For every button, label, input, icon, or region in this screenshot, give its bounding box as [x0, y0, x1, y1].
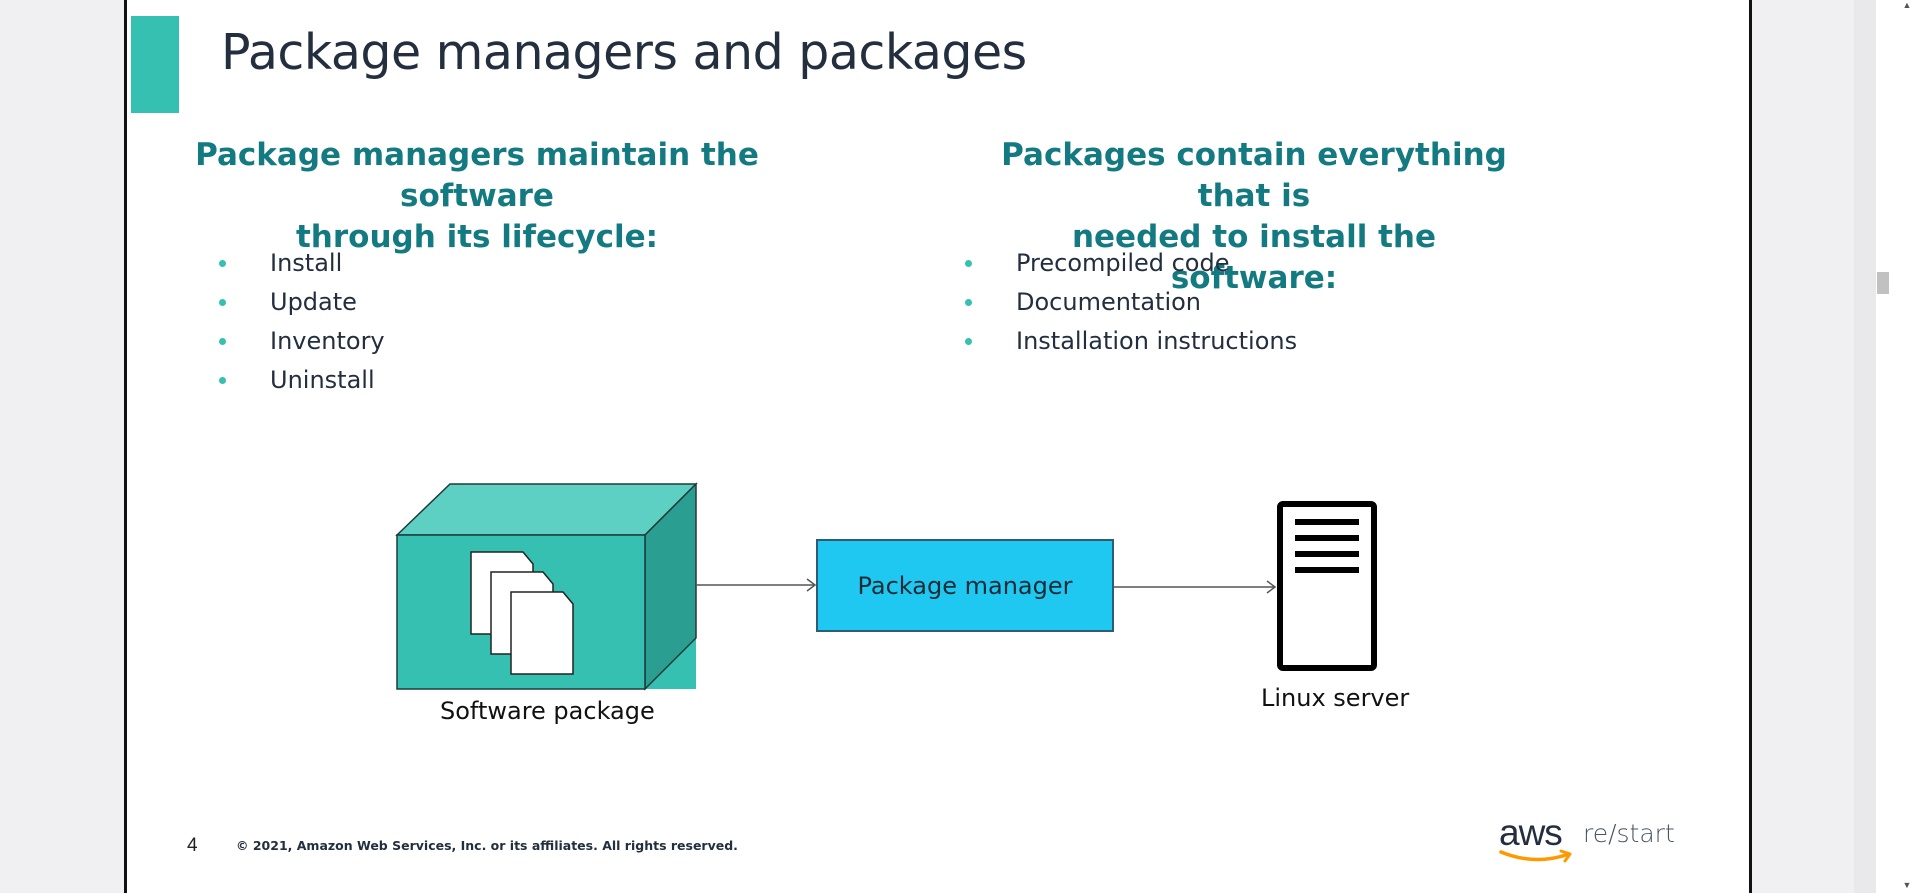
slide-title: Package managers and packages — [221, 24, 1027, 81]
list-item: Inventory — [219, 322, 385, 361]
package-manager-label: Package manager — [857, 571, 1073, 600]
left-heading-line1: Package managers maintain the software — [195, 137, 759, 214]
right-column-heading: Packages contain everything that is need… — [989, 135, 1519, 299]
aws-smile-arrow-icon — [1499, 849, 1572, 863]
left-column-heading: Package managers maintain the software t… — [187, 135, 767, 258]
server-tower-icon — [1277, 501, 1377, 671]
title-accent-bar — [131, 16, 179, 113]
package-manager-box: Package manager — [816, 539, 1114, 632]
linux-server-label: Linux server — [1261, 684, 1410, 712]
bullet-icon — [219, 377, 226, 384]
scrollbar-thumb[interactable] — [1877, 272, 1889, 294]
list-item: Installation instructions — [965, 322, 1297, 361]
scroll-down-icon[interactable]: ▼ — [1902, 880, 1912, 890]
scroll-up-icon[interactable]: ▲ — [1902, 0, 1912, 10]
aws-logo-word: aws — [1499, 812, 1563, 853]
bullet-icon — [965, 299, 972, 306]
restart-logo-word: re/start — [1583, 819, 1675, 848]
aws-restart-logo: aws re/start — [1499, 812, 1675, 864]
slide-number: 4 — [187, 835, 198, 856]
list-item: Documentation — [965, 283, 1297, 322]
list-item: Install — [219, 244, 385, 283]
diagram-graphics — [395, 482, 1377, 691]
bullet-icon — [965, 338, 972, 345]
bullet-icon — [965, 260, 972, 267]
list-item: Precompiled code — [965, 244, 1297, 283]
bullet-icon — [219, 299, 226, 306]
lifecycle-list: Install Update Inventory Uninstall — [219, 244, 385, 400]
right-arrow-icon — [696, 578, 817, 592]
software-package-label: Software package — [440, 697, 655, 725]
bullet-icon — [219, 260, 226, 267]
right-arrow-icon — [1114, 580, 1277, 594]
cube-with-documents-icon — [395, 482, 698, 691]
bullet-icon — [219, 338, 226, 345]
document-viewer: Package managers and packages Package ma… — [124, 0, 1752, 893]
right-heading-line2: needed to install the software: — [1071, 219, 1437, 296]
right-heading-line1: Packages contain everything that is — [1001, 137, 1507, 214]
package-contents-list: Precompiled code Documentation Installat… — [965, 244, 1297, 361]
list-item: Update — [219, 283, 385, 322]
list-item: Uninstall — [219, 361, 385, 400]
package-flow-diagram: Package manager Software package Linux s… — [127, 0, 1749, 893]
left-heading-line2: through its lifecycle: — [295, 219, 659, 255]
copyright-notice: © 2021, Amazon Web Services, Inc. or its… — [236, 838, 738, 853]
vertical-scrollbar[interactable] — [1876, 0, 1914, 893]
viewer-scroll-gutter — [1854, 0, 1876, 893]
slide: Package managers and packages Package ma… — [124, 0, 1752, 893]
